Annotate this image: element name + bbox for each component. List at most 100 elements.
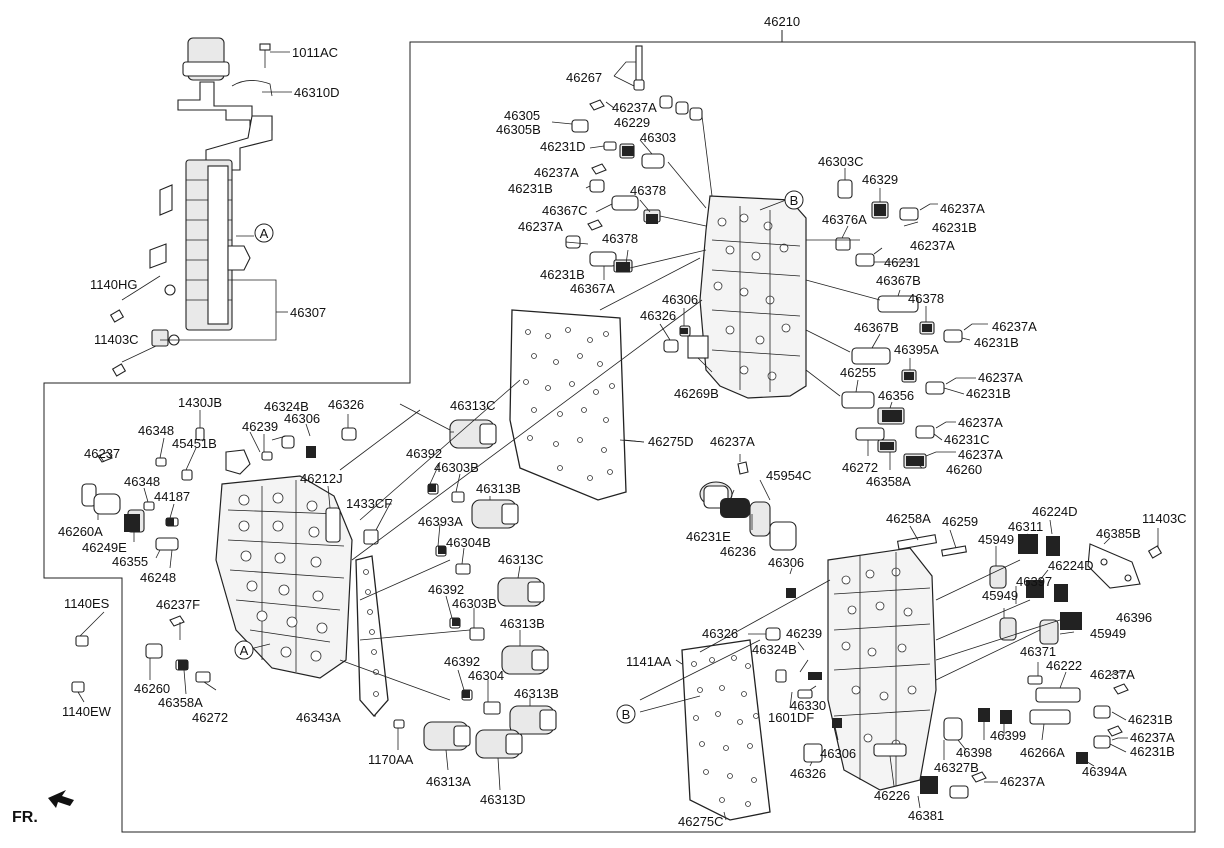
- part-label: 46398: [956, 745, 992, 760]
- part-label: 46378: [602, 231, 638, 246]
- part-label: 46305B: [496, 122, 541, 137]
- part-label: 46326: [790, 766, 826, 781]
- part-label: 45954C: [766, 468, 812, 483]
- part-label: 46239: [242, 419, 278, 434]
- part-label: 46260: [946, 462, 982, 477]
- part-label: 46367C: [542, 203, 588, 218]
- part-label: 46399: [990, 728, 1026, 743]
- part-label: 46226: [874, 788, 910, 803]
- assembly-label: 46210: [764, 14, 800, 29]
- part-label: 46260A: [58, 524, 103, 539]
- part-label: 46313C: [498, 552, 544, 567]
- part-label: 46305: [504, 108, 540, 123]
- part-label: 46229: [614, 115, 650, 130]
- part-label: 46231D: [540, 139, 586, 154]
- part-label: 46313A: [426, 774, 471, 789]
- part-label: 11403C: [1142, 511, 1187, 526]
- part-label: 46248: [140, 570, 176, 585]
- part-label: 46306: [820, 746, 856, 761]
- part-label: 46324B: [264, 399, 309, 414]
- part-label: 46231B: [540, 267, 585, 282]
- part-label: 46313B: [476, 481, 521, 496]
- part-label: 46326: [702, 626, 738, 641]
- orientation-text: FR.: [12, 809, 38, 826]
- left-plate-strip: [355, 555, 389, 717]
- part-label: 46237A: [1000, 774, 1045, 789]
- part-label: 46275C: [678, 814, 724, 829]
- direction-arrow-icon: [48, 790, 74, 808]
- part-label: 46231B: [1130, 744, 1175, 759]
- part-label: 46224D: [1032, 504, 1078, 519]
- part-label: 46378: [630, 183, 666, 198]
- ref-b-label: B: [622, 707, 631, 722]
- part-label: 45949: [1090, 626, 1126, 641]
- part-labels: 46210 1011AC 46310D 46307 1140HG 11403C …: [58, 14, 1187, 829]
- part-label: 1433CF: [346, 496, 392, 511]
- part-label: 46237A: [958, 415, 1003, 430]
- part-label: 46237F: [156, 597, 200, 612]
- part-label: 46385B: [1096, 526, 1141, 541]
- part-label: 1141AA: [626, 654, 672, 669]
- part-label: 46239: [786, 626, 822, 641]
- part-label: 46272: [842, 460, 878, 475]
- part-label: 45451B: [172, 436, 217, 451]
- part-label: 46356: [878, 388, 914, 403]
- part-label: 46311: [1008, 519, 1043, 534]
- part-label: 46212J: [300, 471, 343, 486]
- upper-leaders: [551, 61, 988, 470]
- part-label: 46378: [908, 291, 944, 306]
- part-label: 46329: [862, 172, 898, 187]
- part-label: 46237A: [710, 434, 755, 449]
- part-label: 46343A: [296, 710, 341, 725]
- part-label: 46237A: [992, 319, 1037, 334]
- assembly-frame: [43, 30, 1196, 833]
- part-label: 46395A: [894, 342, 939, 357]
- part-label: 46259: [942, 514, 978, 529]
- part-label: 46236: [720, 544, 756, 559]
- left-valve-body: [215, 449, 379, 679]
- part-label: 46306: [768, 555, 804, 570]
- part-label: 46355: [112, 554, 148, 569]
- part-label: 46231B: [974, 335, 1019, 350]
- left-leaders: [77, 403, 531, 791]
- part-label: 46222: [1046, 658, 1082, 673]
- part-label: 46269B: [674, 386, 719, 401]
- part-label: 46237A: [940, 201, 985, 216]
- part-label: 46237A: [978, 370, 1023, 385]
- part-label: 46367B: [876, 273, 921, 288]
- part-label: 46231E: [686, 529, 731, 544]
- part-label: 1140HG: [90, 277, 137, 292]
- ref-circle-a-lower: A: [234, 640, 254, 660]
- part-label: 46358A: [866, 474, 911, 489]
- part-label: 1601DF: [768, 710, 814, 725]
- part-label: 46306: [662, 292, 698, 307]
- part-label: 46237A: [958, 447, 1003, 462]
- ref-circle-a-upper: A: [254, 223, 274, 243]
- part-label: 46237A: [1130, 730, 1175, 745]
- ref-a-label: A: [240, 643, 249, 658]
- part-label: 46304B: [446, 535, 491, 550]
- upper-valve-body: [699, 195, 807, 399]
- part-label: 46237A: [910, 238, 955, 253]
- wiring-harness: [109, 37, 273, 377]
- ref-b-label: B: [790, 193, 799, 208]
- part-label: 46231B: [932, 220, 977, 235]
- part-label: 46313B: [514, 686, 559, 701]
- part-label: 46237A: [534, 165, 579, 180]
- part-label: 46324B: [752, 642, 797, 657]
- part-label: 46376A: [822, 212, 867, 227]
- part-label: 46231: [884, 255, 920, 270]
- part-label: 46272: [192, 710, 228, 725]
- part-label: 46367A: [570, 281, 615, 296]
- part-label: 46371: [1020, 644, 1056, 659]
- part-label: 46231B: [1128, 712, 1173, 727]
- part-label: 46275D: [648, 434, 694, 449]
- part-label: 46310D: [294, 85, 340, 100]
- part-label: 46348: [124, 474, 160, 489]
- part-label: 1140ES: [64, 596, 110, 611]
- part-label: 46237A: [612, 100, 657, 115]
- ref-circle-b-lower: B: [616, 704, 636, 724]
- solenoid-valves: [423, 419, 557, 759]
- part-label: 46303: [640, 130, 676, 145]
